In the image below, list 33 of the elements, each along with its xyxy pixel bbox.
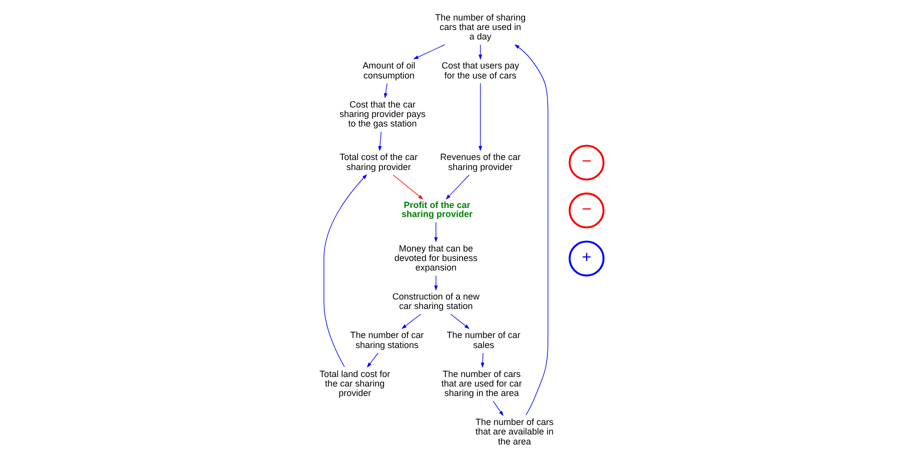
arrow [478,83,482,152]
arrow [384,83,388,98]
arrow [450,314,470,329]
node-text: The number of car sharing stations [350,330,424,350]
arrow [514,44,548,416]
label: − [582,152,592,171]
node-text: The number of car sales [446,330,520,350]
node-text: The number of cars that are available in the area [475,417,554,446]
node-text: Money that can be devoted for business expansion [394,243,478,273]
arrow [492,400,504,416]
arrow [478,44,482,60]
arrow [392,174,424,200]
node-text: Profit of the car sharing provider [402,200,473,220]
node-text: The number of sharing cars that are used in a day [435,12,526,42]
arrow [378,132,382,152]
arrow [480,352,484,368]
label: + [582,248,592,267]
arrow [366,352,378,368]
node-text: Revenues of the car sharing provider [440,152,521,172]
node-text: The number of cars that are used for car sharing in the area [441,368,522,398]
arrow [413,44,446,60]
arrow [401,314,422,329]
arrow [434,222,438,242]
node-text: Construction of a new car sharing station [392,292,480,312]
arrow [434,275,438,291]
node-text: Cost that users pay for the use of cars [442,60,520,80]
node-text: Cost that the car sharing provider pays to the gas station [340,99,426,129]
label: − [582,200,592,219]
node-text: Total land cost for the car sharing provider [320,368,390,398]
arrow [324,174,368,368]
node-text: Total cost of the car sharing provider [340,152,418,172]
node-text: Amount of oil consumption [362,60,416,80]
arrow [446,174,470,200]
